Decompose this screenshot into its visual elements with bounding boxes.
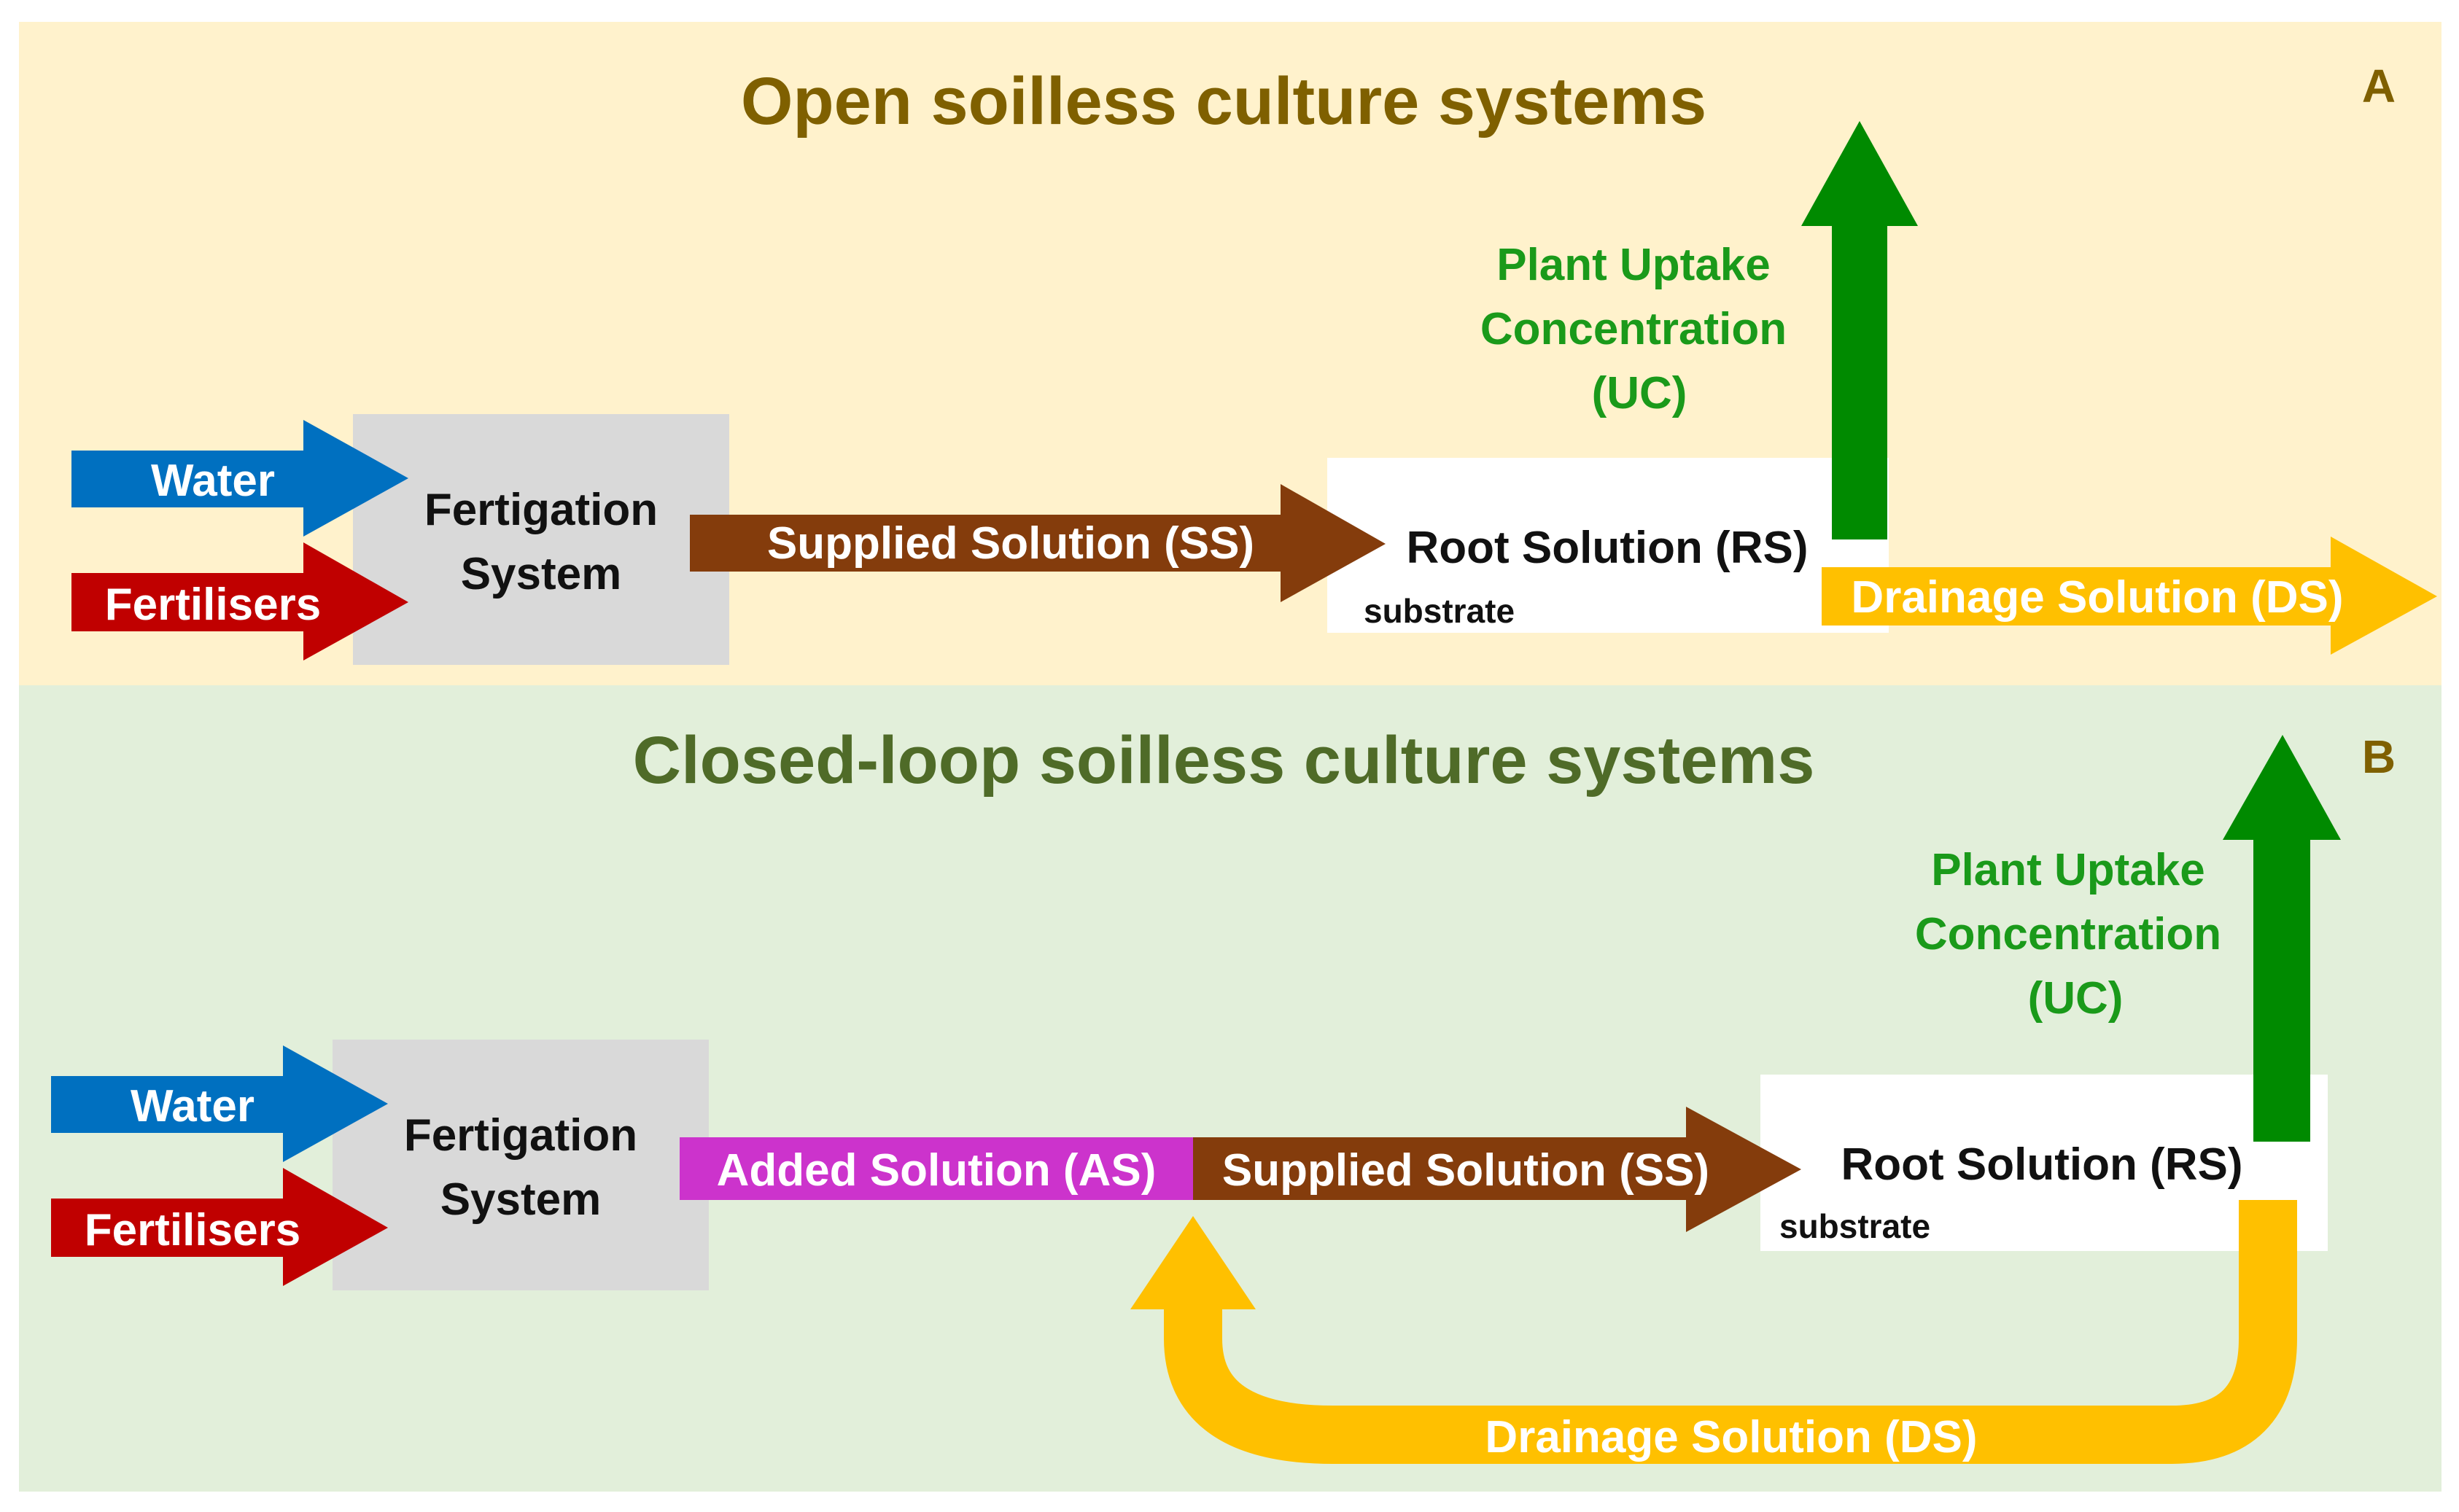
- supplied-solution-arrow: [690, 484, 1386, 602]
- plant-uptake-label-2: Concentration: [1480, 304, 1787, 354]
- root-solution-label: Root Solution (RS): [1407, 523, 1809, 573]
- fertigation-system-label-2: System: [461, 549, 622, 599]
- plant-uptake-label-2: Concentration: [1915, 909, 2221, 959]
- fertilisers-label: Fertilisers: [105, 580, 321, 630]
- panel-a-letter: A: [2362, 60, 2396, 112]
- plant-uptake-arrow: [1801, 121, 1918, 539]
- water-arrow: [51, 1045, 388, 1162]
- panel-a: Open soilless culture systems A Fertigat…: [19, 22, 2441, 685]
- plant-uptake-label: Plant Uptake: [1931, 845, 2205, 895]
- fertigation-system-box: [353, 414, 729, 665]
- added-solution-bar: [680, 1137, 1194, 1200]
- water-label: Water: [131, 1081, 255, 1131]
- panel-b: Closed-loop soilless culture systems B F…: [19, 685, 2441, 1492]
- drainage-solution-label: Drainage Solution (DS): [1485, 1412, 1977, 1462]
- root-solution-box: [1327, 458, 1889, 633]
- fertigation-system-box: [333, 1040, 709, 1290]
- panel-a-title: Open soilless culture systems: [741, 64, 1706, 139]
- plant-uptake-label: Plant Uptake: [1496, 240, 1771, 290]
- fertilisers-label: Fertilisers: [85, 1205, 300, 1255]
- substrate-label: substrate: [1364, 592, 1515, 630]
- root-solution-label: Root Solution (RS): [1841, 1139, 2243, 1190]
- water-arrow: [71, 420, 408, 537]
- panel-b-title: Closed-loop soilless culture systems: [633, 723, 1815, 798]
- drainage-loop-arrow: [1164, 1200, 2297, 1464]
- fertilisers-arrow: [51, 1168, 388, 1286]
- substrate-label: substrate: [1779, 1207, 1930, 1245]
- drainage-loop-arrowhead: [1130, 1216, 1256, 1309]
- plant-uptake-label-3: (UC): [1592, 368, 1687, 418]
- fertigation-system-label-2: System: [440, 1174, 602, 1225]
- fertilisers-arrow: [71, 542, 408, 660]
- drainage-solution-arrow: [1822, 537, 2437, 655]
- fertigation-system-label: Fertigation: [424, 485, 658, 535]
- supplied-solution-arrow: [1193, 1107, 1801, 1232]
- plant-uptake-arrow: [2223, 735, 2341, 1142]
- water-label: Water: [151, 456, 275, 506]
- panel-b-letter: B: [2362, 730, 2396, 783]
- plant-uptake-label-3: (UC): [2028, 973, 2124, 1024]
- added-solution-label: Added Solution (AS): [717, 1145, 1157, 1196]
- root-solution-box: [1760, 1075, 2328, 1251]
- supplied-solution-label: Supplied Solution (SS): [1222, 1145, 1709, 1196]
- supplied-solution-label: Supplied Solution (SS): [767, 518, 1254, 569]
- drainage-solution-label: Drainage Solution (DS): [1851, 572, 2343, 623]
- fertigation-system-label: Fertigation: [404, 1110, 637, 1161]
